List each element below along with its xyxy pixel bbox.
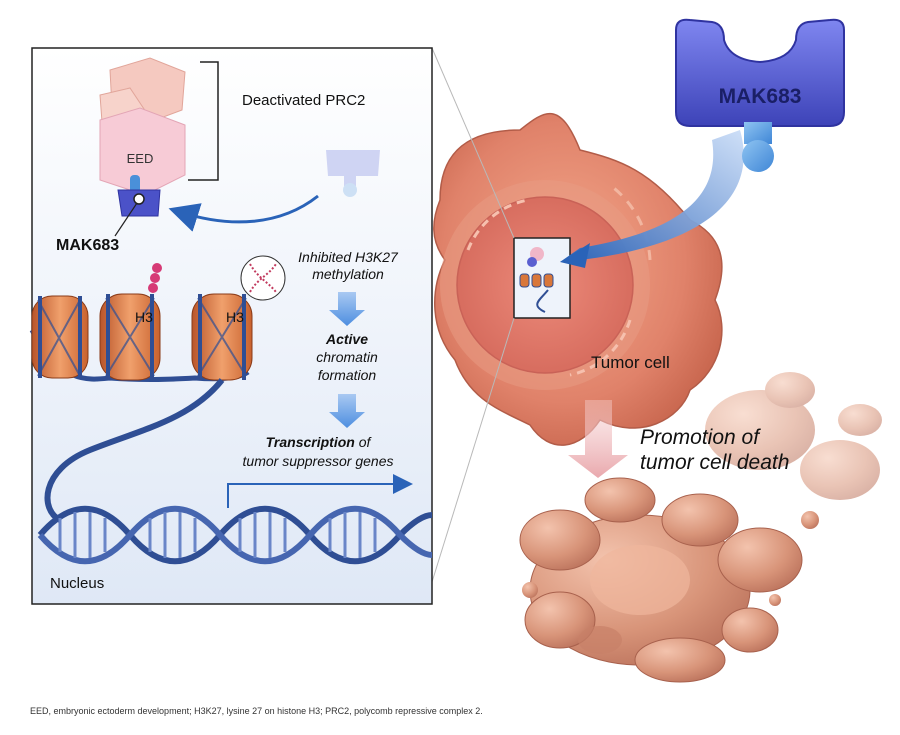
zoom-line-bottom: [431, 317, 515, 583]
step3-line1: Transcription of: [266, 434, 373, 450]
step1-line2: methylation: [312, 266, 384, 282]
mak683-pointer-line: [114, 202, 138, 237]
chromatin: [29, 263, 253, 382]
apoptotic-cluster: [519, 477, 819, 683]
tumor-cell: [433, 112, 723, 446]
prc2-label: Deactivated PRC2: [242, 92, 365, 109]
nucleus-label: Nucleus: [50, 575, 104, 592]
zoom-line-top: [431, 47, 515, 239]
histone-label-2: H3: [226, 309, 244, 325]
binding-arrow: [168, 194, 319, 232]
death-line1: Promotion of: [640, 426, 761, 449]
nucleosome-3: [191, 293, 253, 381]
nucleosome-2: [99, 293, 161, 381]
prc2-complex: [99, 57, 186, 196]
mak683-label: MAK683: [56, 237, 119, 254]
mak683-faded: [326, 150, 380, 197]
dna-double-helix: [37, 505, 433, 565]
drug-name-large: MAK683: [719, 85, 802, 108]
tumor-cell-debris: [705, 372, 882, 500]
step3-bold: Transcription: [266, 434, 355, 450]
step3-line2: tumor suppressor genes: [243, 453, 394, 469]
tumor-cell-label: Tumor cell: [591, 353, 670, 372]
histone-label-1: H3: [135, 309, 153, 325]
step2-bold: Active: [325, 331, 368, 347]
beam-arrowhead: [560, 243, 590, 268]
methylation-inset: [240, 255, 286, 301]
pink-down-arrow: [568, 400, 628, 478]
mak683-molecule-large: [675, 18, 845, 172]
down-arrow-1: [329, 292, 365, 326]
nucleosome-1: [31, 295, 89, 379]
down-arrow-2: [329, 394, 365, 428]
drug-beam: [560, 130, 744, 262]
step2-line2: chromatin: [316, 349, 378, 365]
mak683-bound-small: [117, 175, 161, 217]
transcription-arrow: [227, 474, 413, 508]
eed-label: EED: [127, 151, 154, 166]
footnote: EED, embryonic ectoderm development; H3K…: [30, 706, 483, 716]
step2-line3: formation: [318, 367, 377, 383]
death-line2: tumor cell death: [640, 451, 789, 474]
prc2-bracket: [188, 61, 219, 181]
step1-line1: Inhibited H3K27: [298, 249, 399, 265]
step3-rest: of: [355, 434, 373, 450]
dna-linker: [44, 378, 225, 523]
